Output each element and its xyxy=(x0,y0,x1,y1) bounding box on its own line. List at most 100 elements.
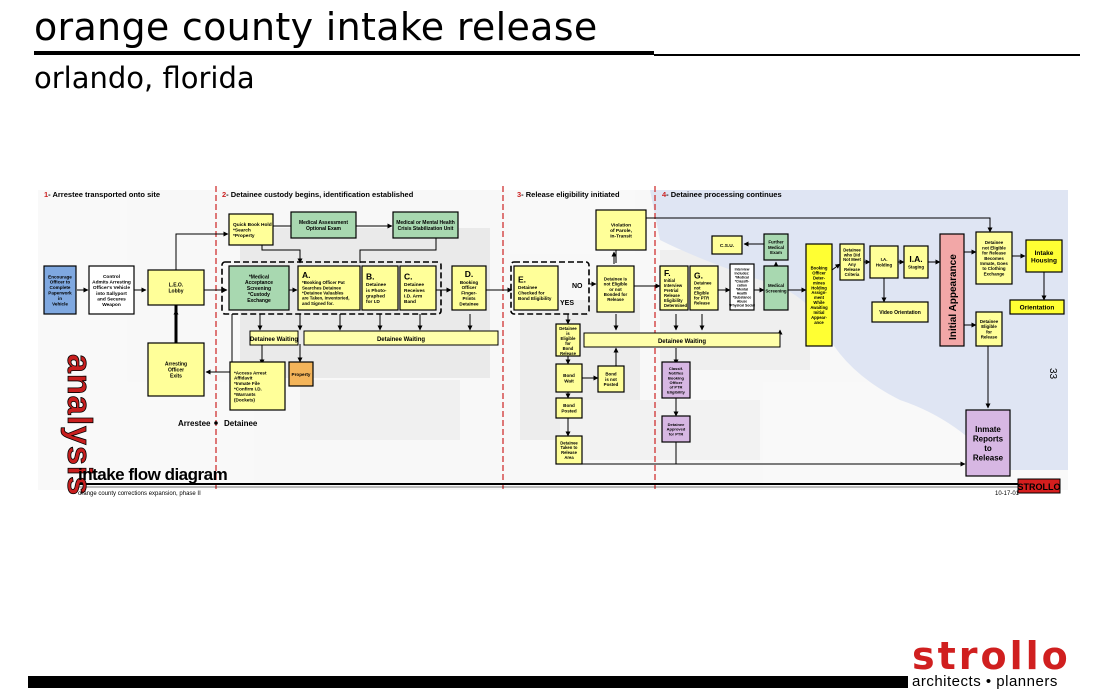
flow-box-b13-line: for xyxy=(565,341,571,346)
flow-box-b34-line: Release xyxy=(973,453,1004,462)
flow-box-b13-shape xyxy=(555,323,581,357)
waiting-band-1 xyxy=(249,330,299,346)
flow-box-b6-shape xyxy=(290,211,357,239)
flow-box-b4-shape xyxy=(147,342,205,397)
flow-box-bD-line: Finger- xyxy=(461,291,477,296)
flow-box-bA-letter: A. xyxy=(302,270,311,280)
flow-box-b7-shape xyxy=(392,211,459,239)
flow-box-b22-line: mines xyxy=(813,280,826,285)
flow-box-b1-line: Officer to xyxy=(50,280,71,285)
flow-box-bC-line: I.D. Arm xyxy=(404,294,422,300)
waiting-band-1-label: Detainee Waiting xyxy=(250,337,298,343)
flow-box-bG-line: Detainee xyxy=(694,281,712,286)
flow-box-b20-line: Health xyxy=(737,291,747,295)
phase-2-label: - Detainee custody begins, identificatio… xyxy=(226,190,414,199)
flow-box-b34-line: Inmate xyxy=(975,425,1001,434)
flow-box-b11-line: Affidavit xyxy=(234,376,253,381)
flow-box-b23-line: Criteria xyxy=(845,272,860,277)
phase-1-label: - Arrestee transported onto site xyxy=(48,190,160,199)
flow-box-bB-line: graphed xyxy=(366,294,385,300)
flow-box-b21-line: Screening xyxy=(765,288,787,293)
flow-box-b20-line: *Mental xyxy=(736,287,748,291)
flow-box-b20-line: Interview xyxy=(735,267,750,271)
flow-box-b17-line: Release xyxy=(561,450,578,455)
stamp-text: STROLLO xyxy=(1018,482,1061,492)
flow-box-b15-line: is not xyxy=(605,377,617,382)
flow-box-b24-line: I.A. xyxy=(881,257,888,262)
flow-box-b23-line: Detainee xyxy=(843,247,861,252)
flow-box-b26-line: Video Orientation xyxy=(879,310,921,316)
flow-box-b9-line: In-Transit xyxy=(610,234,632,240)
flow-box-b15-line: Bond xyxy=(605,372,617,377)
flow-box-b4-line: Exits xyxy=(170,373,182,379)
flow-box-bA-line: Searches Detainee xyxy=(302,285,342,290)
flow-box-bF-line: Initial xyxy=(664,278,675,283)
flow-box-b28-line: Detainee xyxy=(985,240,1004,245)
flow-box-b5-line: *Property xyxy=(233,233,255,239)
flow-box-b22-line: ance xyxy=(814,320,824,325)
flow-box-b2-line: and Secures xyxy=(97,296,126,302)
flow-box-b13-line: Release xyxy=(560,351,577,356)
flow-box-b17-shape xyxy=(555,435,583,465)
flow-box-b3-line: L.E.O. xyxy=(169,283,184,289)
phase-3-num: 3 xyxy=(517,190,521,199)
flow-box-bD-line: Officer xyxy=(462,285,477,290)
flow-box-b12-line: Property xyxy=(292,372,311,377)
flow-box-b20-line: cation xyxy=(737,283,747,287)
title-rule xyxy=(34,51,654,55)
flow-box-b7-line: Crisis Stabilization Unit xyxy=(398,226,454,232)
stamp-box xyxy=(1017,478,1061,494)
flow-box-bB-letter: B. xyxy=(366,271,375,281)
flow-box-bB-line: for I.D xyxy=(366,299,380,305)
flow-box-b22-shape xyxy=(805,243,833,347)
flow-box-b22-line: Appear- xyxy=(811,315,827,320)
flow-box-b10-line: or not xyxy=(609,287,622,292)
flow-box-b27: Initial Appearance xyxy=(939,233,965,347)
flow-box-b22-line: Holding xyxy=(811,285,827,290)
flow-box-b2-line: Weapon xyxy=(102,302,121,308)
flow-box-b22-line: Booking xyxy=(811,265,828,270)
flow-box-b28-line: Inmate, Goes xyxy=(980,261,1008,266)
flow-box-bC-line: Detainee xyxy=(404,282,424,288)
flow-box-b22: BookingOfficerDeter-minesHoldingAssign-m… xyxy=(805,243,833,347)
flow-box-b33-shape xyxy=(661,415,691,443)
flow-box-bC-shape xyxy=(399,265,437,311)
flow-box-b7-line: Medical or Mental Health xyxy=(396,220,455,226)
flow-box-bE-letter: E. xyxy=(518,275,526,285)
flow-box-b8-line: *Medical xyxy=(249,274,270,280)
phase-1-header: 1- Arrestee transported onto site xyxy=(44,190,160,199)
waiting-band-2-label: Detainee Waiting xyxy=(377,337,425,343)
flow-box-b18: C.S.U. xyxy=(711,235,743,255)
flow-box-bF-line: Release xyxy=(664,293,681,298)
flow-box-b34-shape xyxy=(965,409,1011,477)
flow-box-b16-line: Posted xyxy=(561,409,577,414)
flow-box-bD-line: Booking xyxy=(460,280,479,285)
flow-box-b23-line: Any xyxy=(848,262,857,267)
phase-4-num: 4 xyxy=(662,190,667,199)
flow-box-b1-line: Paperwork xyxy=(48,291,72,296)
flow-box-b19-line: Exam xyxy=(770,250,782,255)
flow-box-b3: L.E.O.Lobby xyxy=(147,269,205,306)
flow-box-b31-line: for xyxy=(986,329,992,334)
flow-box-b20-line: *Medical xyxy=(735,275,749,279)
flow-box-b30-line: Orientation xyxy=(1020,305,1055,312)
flow-box-bG-line: Eligible xyxy=(694,290,710,295)
flow-box-b29-line: Housing xyxy=(1031,258,1057,265)
flow-box-b22-line: Officer xyxy=(812,270,826,275)
flow-box-bF-line: Determined xyxy=(664,303,687,308)
flow-box-bD-shape xyxy=(451,265,487,311)
flow-box-b11-line: *Access Arrest xyxy=(234,370,267,375)
flow-box-b10-line: Detainee is xyxy=(604,276,628,281)
